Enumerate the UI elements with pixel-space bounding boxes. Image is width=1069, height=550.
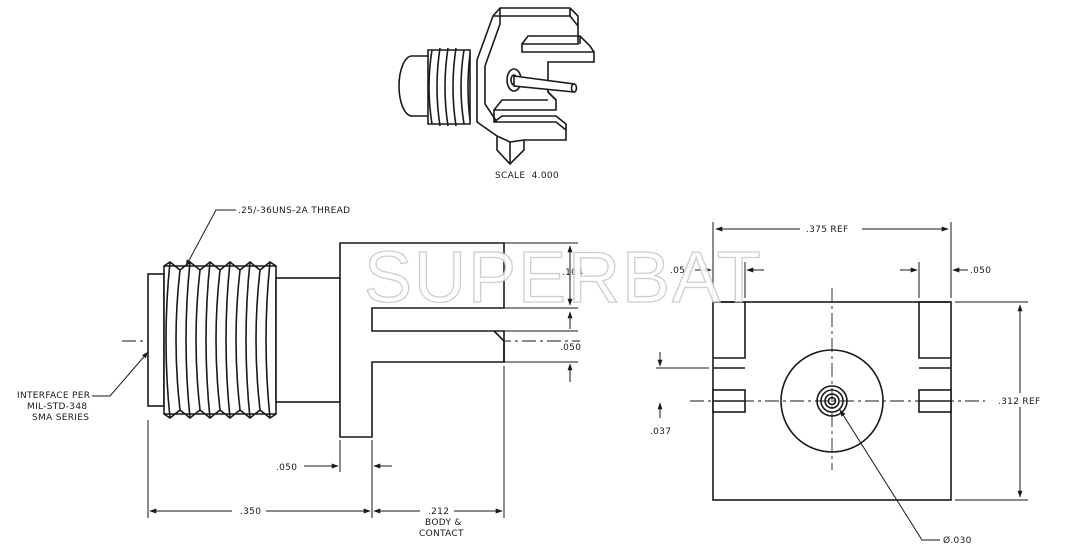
dim-375-ref: .375 REF (806, 225, 848, 235)
iso-body (476, 7, 595, 166)
dim-212-line3: CONTACT (419, 529, 464, 539)
dim-212-value: .212 (428, 507, 449, 517)
interface-note-3: SMA SERIES (32, 413, 89, 423)
side-view: .104 .050 .050 .350 .212 BODY & CONTACT … (17, 206, 583, 539)
front-stub (147, 273, 165, 407)
watermark: SUPERBAT (364, 238, 763, 318)
isometric-view: SCALE 4.000 (398, 7, 595, 181)
iso-thread (427, 47, 471, 127)
dim-diameter: Ø.030 (943, 535, 972, 546)
dim-050-right: .050 (560, 343, 581, 353)
end-view: .375 REF .050 .050 .312 REF .037 Ø.030 (650, 222, 1046, 546)
thread-note: .25/-36UNS-2A THREAD (238, 206, 350, 216)
dim-104: .104 (562, 268, 583, 278)
dim-350: .350 (240, 507, 261, 517)
side-thread (163, 260, 277, 420)
dim-037: .037 (650, 427, 671, 437)
interface-note-1: INTERFACE PER (17, 391, 90, 401)
neck (275, 277, 341, 403)
dim-050-right: .050 (970, 266, 991, 276)
interface-note-2: MIL-STD-348 (27, 402, 87, 412)
dim-050-left: .050 (670, 266, 691, 276)
dim-050-bottom: .050 (276, 463, 297, 473)
scale-label: SCALE 4.000 (495, 171, 559, 181)
dim-312-ref: .312 REF (998, 397, 1040, 407)
dim-212-line2: BODY & (425, 518, 462, 528)
